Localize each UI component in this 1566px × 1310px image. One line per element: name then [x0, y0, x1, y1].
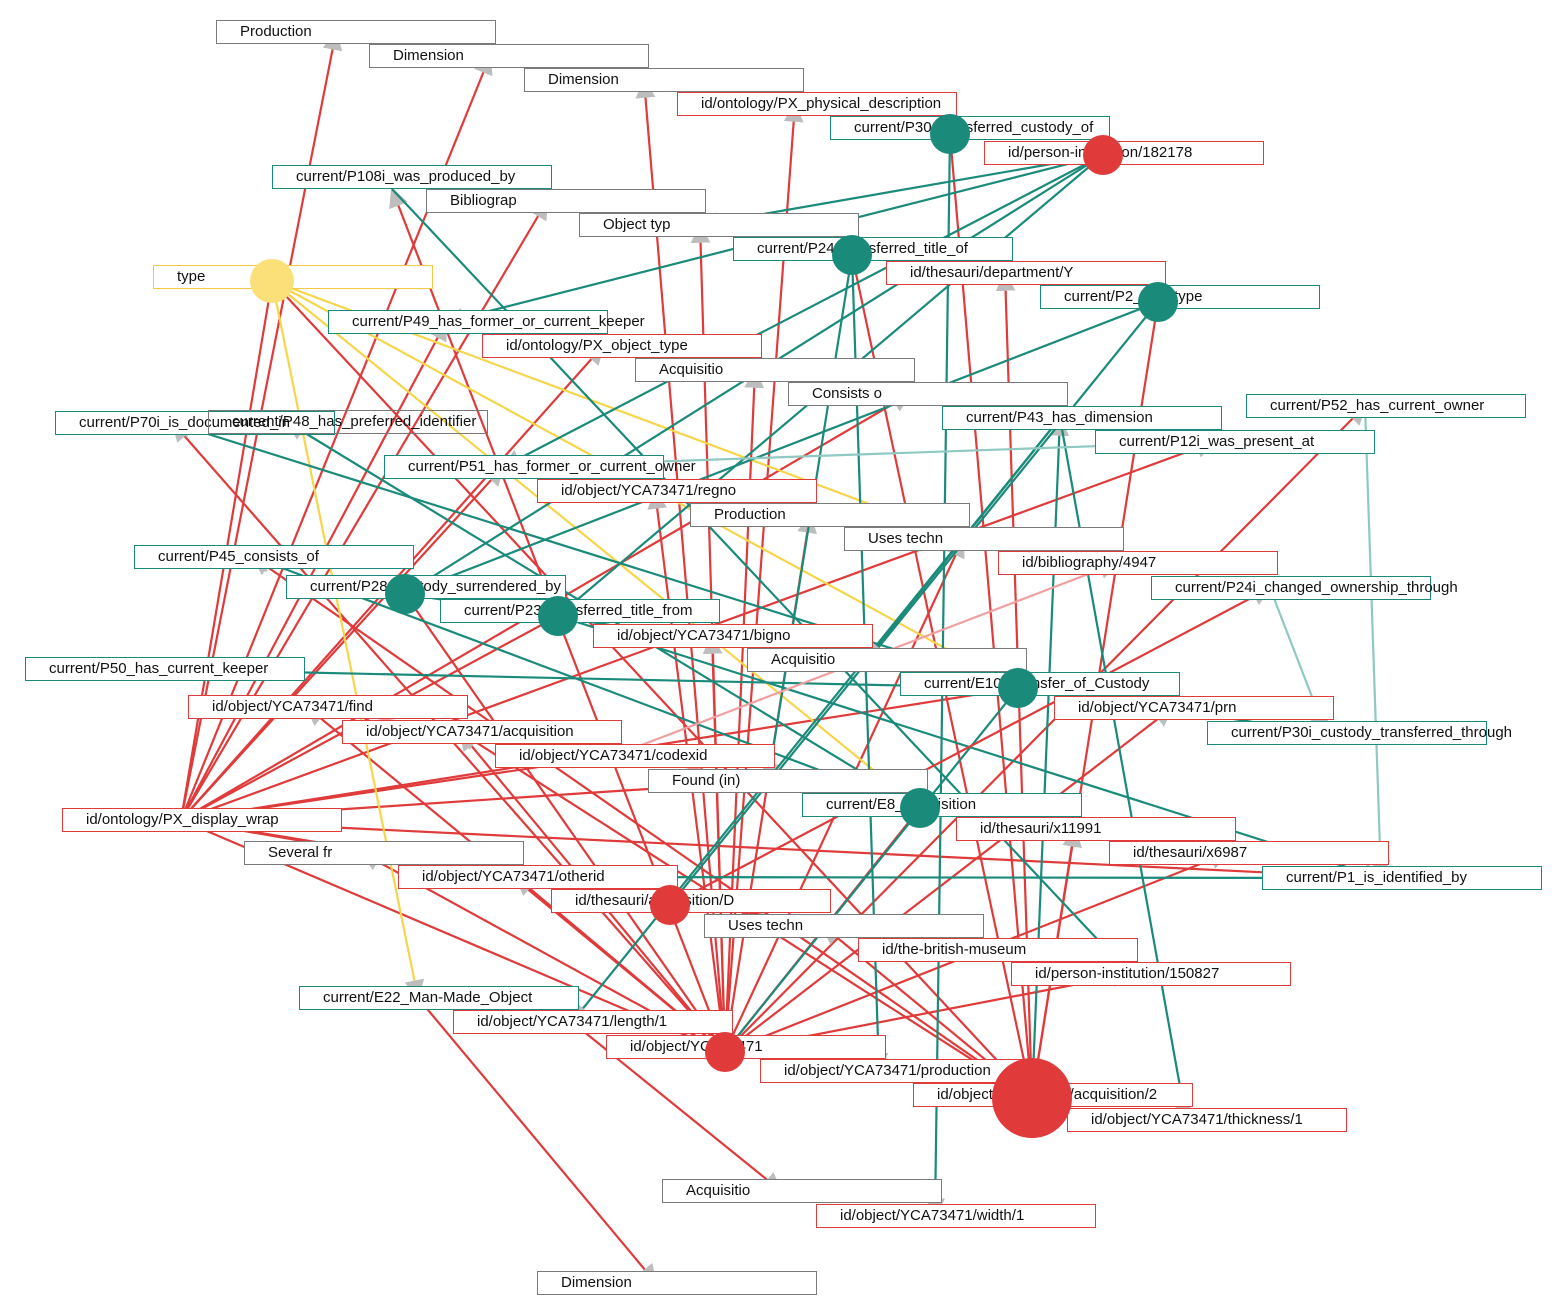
node-circle-p2-has-type[interactable] — [1138, 282, 1178, 322]
dimension-label-2[interactable]: Dimension — [524, 68, 804, 92]
node-circle-thesauri-acquisition-d[interactable] — [650, 885, 690, 925]
p23-transferred-title-from-label[interactable]: current/P23_transferred_title_from — [440, 599, 720, 623]
bibliography-4947-label[interactable]: id/bibliography/4947 — [998, 551, 1278, 575]
uses-techn-label-1[interactable]: Uses techn — [844, 527, 1124, 551]
find-label[interactable]: id/object/YCA73471/find — [188, 695, 468, 719]
otherid-label[interactable]: id/object/YCA73471/otherid — [398, 865, 678, 889]
p48-has-preferred-identifier-label[interactable]: current/P48_has_preferred_identifier — [208, 410, 488, 434]
edge-type-to-e8_acquisition — [271, 280, 922, 810]
edge-p2_has_type-to-thesauri_acquisition_d — [668, 301, 1159, 907]
p108i-was-produced-by-label[interactable]: current/P108i_was_produced_by — [272, 165, 552, 189]
p24i-changed-ownership-through-label[interactable]: current/P24i_changed_ownership_through — [1151, 576, 1458, 600]
edge-thesauri_acquisition_d-to-p24i_changed_ownership_through — [669, 587, 1272, 906]
p49-has-former-or-current-keeper-label[interactable]: current/P49_has_former_or_current_keeper — [328, 310, 645, 334]
p12i-was-present-at-label[interactable]: current/P12i_was_present_at — [1095, 430, 1375, 454]
edge-px_display_wrap-to-p51_has_former_or_current_owner — [180, 465, 505, 821]
bibliograp-label[interactable]: Bibliograp — [426, 189, 706, 213]
e8-acquisition-label[interactable]: current/E8_Acquisition — [802, 793, 1082, 817]
several-fr-label[interactable]: Several fr — [244, 841, 524, 865]
px-object-type-label[interactable]: id/ontology/PX_object_type — [482, 334, 762, 358]
px-display-wrap-label[interactable]: id/ontology/PX_display_wrap — [62, 808, 342, 832]
person-institution-150827-label[interactable]: id/person-institution/150827 — [1011, 962, 1291, 986]
edge-yca73471-to-prn — [724, 706, 1174, 1053]
edge-p2_has_type-to-p28_custody_surrendered_by — [403, 300, 1159, 597]
node-circle-person-institution-182178[interactable] — [1083, 135, 1123, 175]
edge-acquisition_2-to-p45_consists_of — [251, 555, 1033, 1099]
node-circle-yca73471[interactable] — [705, 1032, 745, 1072]
edge-e10_transfer_of_custody-to-yca73471 — [723, 687, 1019, 1054]
edge-p52_has_current_owner-to-p1_is_identified_by — [1363, 405, 1391, 880]
codexid-label[interactable]: id/object/YCA73471/codexid — [495, 744, 775, 768]
p45-consists-of-label[interactable]: current/P45_consists_of — [134, 545, 414, 569]
p50-has-current-keeper-label[interactable]: current/P50_has_current_keeper — [25, 657, 305, 681]
thesauri-acquisition-d-label[interactable]: id/thesauri/acquisition/D — [551, 889, 831, 913]
production-label-1[interactable]: Production — [216, 20, 496, 44]
p2-has-type-label[interactable]: current/P2_has_type — [1040, 285, 1320, 309]
node-circle-e8-acquisition[interactable] — [900, 788, 940, 828]
node-circle-p30-transferred-custody-of[interactable] — [930, 114, 970, 154]
edge-acquisition_2-to-p30_transferred_custody_of — [941, 132, 1034, 1099]
yca73471-label[interactable]: id/object/YCA73471 — [606, 1035, 886, 1059]
p43-has-dimension-label[interactable]: current/P43_has_dimension — [942, 406, 1222, 430]
dimension-label-1[interactable]: Dimension — [369, 44, 649, 68]
p24-transferred-title-of-label[interactable]: current/P24_transferred_title_of — [733, 237, 1013, 261]
edge-yca73471-to-p28_custody_surrendered_by — [403, 592, 726, 1053]
e10-transfer-of-custody-label[interactable]: current/E10_Transfer_of_Custody — [900, 672, 1180, 696]
edge-acquisition_2-to-p43_has_dimension — [1030, 416, 1070, 1099]
prn-label[interactable]: id/object/YCA73471/prn — [1054, 696, 1334, 720]
p70i-is-documented-in-label[interactable]: current/P70i_is_documented_in — [55, 411, 335, 435]
person-institution-182178-label[interactable]: id/person-institution/182178 — [984, 141, 1264, 165]
e22-man-made-object-label[interactable]: current/E22_Man-Made_Object — [299, 986, 579, 1010]
acquisitio-label-3[interactable]: Acquisitio — [662, 1179, 942, 1203]
node-circle-acquisition-2[interactable] — [992, 1058, 1072, 1138]
production-label-2[interactable]: Production — [690, 503, 970, 527]
thesauri-x11991-label[interactable]: id/thesauri/x11991 — [956, 817, 1236, 841]
thickness-1-label[interactable]: id/object/YCA73471/thickness/1 — [1067, 1108, 1347, 1132]
px-physical-description-label[interactable]: id/ontology/PX_physical_description — [677, 92, 957, 116]
p52-has-current-owner-label[interactable]: current/P52_has_current_owner — [1246, 394, 1526, 418]
width-1-label[interactable]: id/object/YCA73471/width/1 — [816, 1204, 1096, 1228]
p51-has-former-or-current-owner-label[interactable]: current/P51_has_former_or_current_owner — [384, 455, 696, 479]
node-circle-p23-transferred-title-from[interactable] — [538, 596, 578, 636]
the-british-museum-label[interactable]: id/the-british-museum — [858, 938, 1138, 962]
node-circle-type[interactable] — [250, 259, 294, 303]
p30-transferred-custody-of-label[interactable]: current/P30_transferred_custody_of — [830, 116, 1110, 140]
thesauri-x6987-label[interactable]: id/thesauri/x6987 — [1109, 841, 1389, 865]
edge-type-to-e22_man_made_object — [270, 280, 425, 1000]
p28-custody-surrendered-by-label[interactable]: current/P28_custody_surrendered_by — [286, 575, 566, 599]
dimension-label-3[interactable]: Dimension — [537, 1271, 817, 1295]
edge-e22_man_made_object-to-dimension_3 — [417, 997, 658, 1285]
acquisition-label[interactable]: id/object/YCA73471/acquisition — [342, 720, 622, 744]
acquisitio-label-2[interactable]: Acquisitio — [747, 648, 1027, 672]
node-circle-p24-transferred-title-of[interactable] — [832, 235, 872, 275]
acquisitio-label-1[interactable]: Acquisitio — [635, 358, 915, 382]
found-in-label[interactable]: Found (in) — [648, 769, 928, 793]
bigno-label[interactable]: id/object/YCA73471/bigno — [593, 624, 873, 648]
thesauri-department-y-label[interactable]: id/thesauri/department/Y — [886, 261, 1166, 285]
length-1-label[interactable]: id/object/YCA73471/length/1 — [453, 1010, 733, 1034]
node-circle-p28-custody-surrendered-by[interactable] — [385, 574, 425, 614]
p1-is-identified-by-label[interactable]: current/P1_is_identified_by — [1262, 866, 1542, 890]
uses-techn-label-2[interactable]: Uses techn — [704, 914, 984, 938]
node-circle-e10-transfer-of-custody[interactable] — [998, 668, 1038, 708]
production-link-label[interactable]: id/object/YCA73471/production — [760, 1059, 1040, 1083]
edge-px_display_wrap-to-p49_has_former_or_current_keeper — [180, 320, 447, 821]
consists-o-label[interactable]: Consists o — [788, 382, 1068, 406]
edge-px_display_wrap-to-p1_is_identified_by — [180, 818, 1383, 888]
object-typ-label[interactable]: Object typ — [579, 213, 859, 237]
p30i-custody-transferred-through-label[interactable]: current/P30i_custody_transferred_through — [1207, 721, 1512, 745]
regno-label[interactable]: id/object/YCA73471/regno — [537, 479, 817, 503]
